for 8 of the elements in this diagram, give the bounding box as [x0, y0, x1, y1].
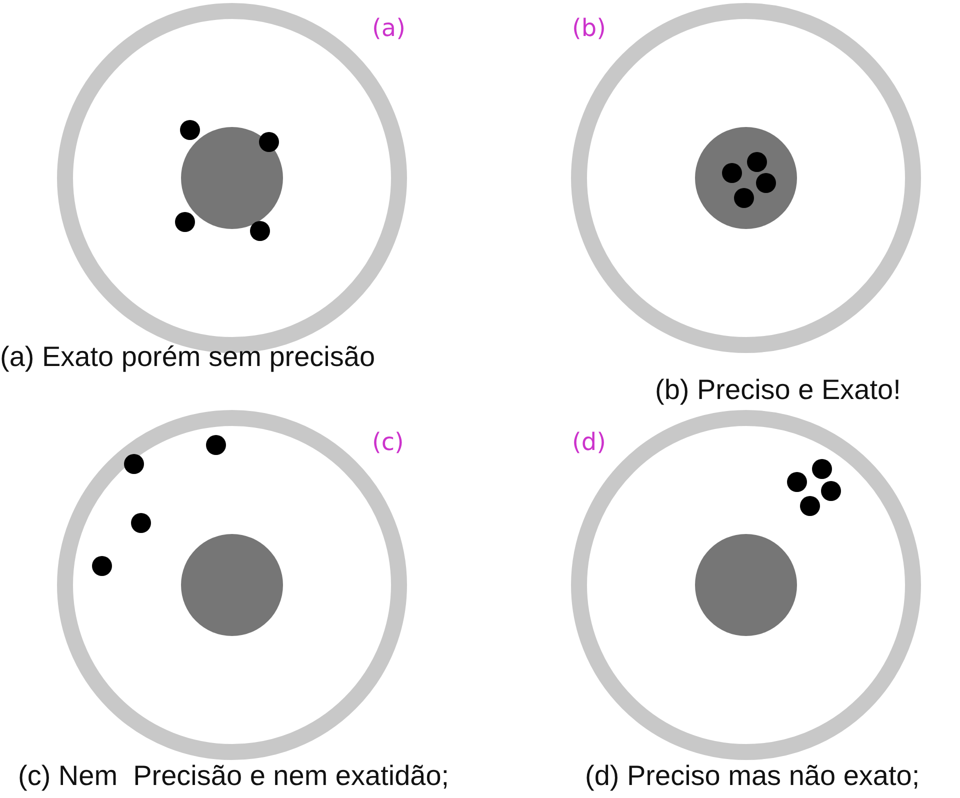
caption: (b) Preciso e Exato! — [655, 376, 901, 404]
caption: (d) Preciso mas não exato; — [585, 762, 920, 790]
caption: (c) Nem Precisão e nem exatidão; — [18, 762, 450, 790]
panel-letter: (b) — [572, 16, 606, 40]
panel-letter: (c) — [372, 430, 404, 454]
panel-letter: (d) — [572, 430, 606, 454]
caption: (a) Exato porém sem precisão — [0, 343, 376, 371]
panel-letter: (a) — [372, 16, 406, 40]
